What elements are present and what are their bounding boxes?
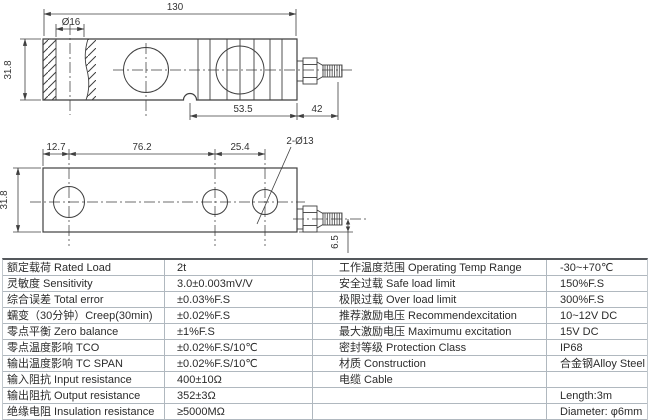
dim-65-label: 6.5 <box>330 235 341 249</box>
spec-label: 极限过载 Over load limit <box>312 292 546 307</box>
spec-label: 蠕变（30分钟）Creep(30min) <box>7 309 153 322</box>
spec-value: 352±3Ω <box>164 388 312 403</box>
dim-535-label: 53.5 <box>233 104 253 115</box>
spec-value: ±1%F.S <box>164 324 312 339</box>
spec-label: 推荐激励电压 Recommendexcitation <box>312 308 546 323</box>
spec-label: 工作温度范围 Operating Temp Range <box>312 260 546 275</box>
spec-label: 绝缘电阻 Insulation resistance <box>7 405 155 418</box>
technical-drawing: 130 Ø16 31.8 53.5 42 <box>0 2 367 253</box>
dim-side-height: 31.8 <box>3 38 41 101</box>
spec-value: ≥5000MΩ <box>164 404 312 419</box>
table-row: 绝缘电阻 Insulation resistance ≥5000MΩ Diame… <box>3 404 647 420</box>
spec-label <box>312 404 546 419</box>
table-row: 输出温度影响 TC SPAN ±0.02%F.S/10℃ 材质 Construc… <box>3 356 647 372</box>
holes-callout: 2-Ø13 <box>256 136 314 225</box>
table-row: 零点温度影响 TCO ±0.02%F.S/10℃ 密封等级 Protection… <box>3 340 647 356</box>
table-row: 蠕变（30分钟）Creep(30min) ±0.02%F.S 推荐激励电压 Re… <box>3 308 647 324</box>
spec-value <box>546 372 649 387</box>
top-view: 12.7 76.2 25.4 2-Ø13 31.8 <box>0 136 367 253</box>
spec-value: 合金钢Alloy Steel <box>546 356 649 371</box>
spec-value: Length:3m <box>546 388 649 403</box>
spec-label: 灵敏度 Sensitivity <box>7 277 93 290</box>
spec-label: 最大激励电压 Maximumu excitation <box>312 324 546 339</box>
dim-hole-diameter: Ø16 <box>55 17 85 37</box>
spec-value: Diameter: φ6mm <box>546 404 649 419</box>
spec-label: 输出阻抗 Output resistance <box>7 389 141 402</box>
spec-value: 15V DC <box>546 324 649 339</box>
table-row: 输出阻抗 Output resistance 352±3Ω Length:3m <box>3 388 647 404</box>
dim-42-label: 42 <box>312 104 323 115</box>
dim-hole-spacing-2: 25.4 <box>214 142 266 157</box>
table-row: 灵敏度 Sensitivity 3.0±0.003mV/V 安全过载 Safe … <box>3 276 647 292</box>
spec-value: -30~+70℃ <box>546 260 649 275</box>
spec-label: 输入阻抗 Input resistance <box>7 373 132 386</box>
spec-value: ±0.02%F.S/10℃ <box>164 340 312 355</box>
dim-318-side-label: 31.8 <box>3 60 14 80</box>
spec-value: 400±10Ω <box>164 372 312 387</box>
dim-130-label: 130 <box>167 2 184 13</box>
section-lines <box>197 39 283 100</box>
spec-value: ±0.03%F.S <box>164 292 312 307</box>
spec-value: ±0.02%F.S/10℃ <box>164 356 312 371</box>
spec-label: 密封等级 Protection Class <box>312 340 546 355</box>
dim-edge-to-first-hole: 12.7 <box>42 142 70 166</box>
spec-label: 输出温度影响 TC SPAN <box>7 357 123 370</box>
dim-318-top-label: 31.8 <box>0 190 10 210</box>
spec-label <box>312 388 546 403</box>
callout-2o13-label: 2-Ø13 <box>286 136 314 147</box>
spec-label: 材质 Construction <box>312 356 546 371</box>
spec-value: 300%F.S <box>546 292 649 307</box>
side-hole-right <box>215 45 265 95</box>
spec-label: 额定载荷 Rated Load <box>7 261 111 274</box>
dim-o16-label: Ø16 <box>62 17 81 28</box>
table-row: 输入阻抗 Input resistance 400±10Ω 电缆 Cable <box>3 372 647 388</box>
dim-overall-length: 130 <box>43 2 297 36</box>
dim-254-label: 25.4 <box>230 142 250 153</box>
spec-value: 10~12V DC <box>546 308 649 323</box>
spec-value: 150%F.S <box>546 276 649 291</box>
spec-table: 额定载荷 Rated Load 2t 工作温度范围 Operating Temp… <box>2 258 648 420</box>
table-row: 零点平衡 Zero balance ±1%F.S 最大激励电压 Maximumu… <box>3 324 647 340</box>
hatch-band-inner <box>85 39 96 100</box>
spec-label: 安全过载 Safe load limit <box>312 276 546 291</box>
hatch-band-left <box>43 39 56 100</box>
top-body-outline <box>42 167 298 233</box>
cable-connector-side <box>296 57 343 85</box>
dim-top-width: 31.8 <box>0 167 41 233</box>
spec-label: 电缆 Cable <box>312 372 546 387</box>
side-view: 130 Ø16 31.8 53.5 42 <box>3 2 352 120</box>
side-body-outline <box>42 38 298 101</box>
spec-value: ±0.02%F.S <box>164 308 312 323</box>
table-row: 综合误差 Total error ±0.03%F.S 极限过载 Over loa… <box>3 292 647 308</box>
spec-value: IP68 <box>546 340 649 355</box>
dim-cable-offset: 6.5 <box>299 219 353 253</box>
spec-value: 2t <box>164 260 312 275</box>
cable-connector-top <box>293 205 367 233</box>
spec-label: 零点平衡 Zero balance <box>7 325 119 338</box>
dim-hole-spacing: 76.2 <box>68 142 216 157</box>
spec-label: 零点温度影响 TCO <box>7 341 100 354</box>
dim-127-label: 12.7 <box>46 142 65 153</box>
dim-762-label: 76.2 <box>132 142 151 153</box>
table-row: 额定载荷 Rated Load 2t 工作温度范围 Operating Temp… <box>3 260 647 276</box>
spec-label: 综合误差 Total error <box>7 293 104 306</box>
dim-notch-to-end: 53.5 <box>189 103 298 120</box>
dim-cable-stub: 42 <box>296 82 339 120</box>
spec-value: 3.0±0.003mV/V <box>164 276 312 291</box>
